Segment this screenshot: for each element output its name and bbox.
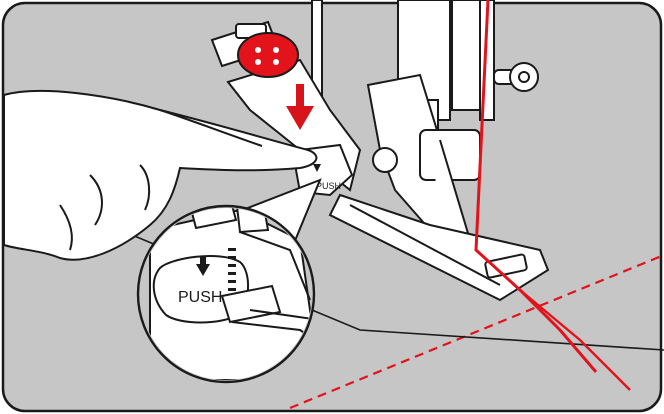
arrow-down-icon	[286, 84, 314, 130]
push-label-small: PUSH	[316, 181, 341, 191]
slide-plate	[328, 193, 550, 302]
thread-tail	[519, 289, 631, 391]
arrow-stem-zoom	[200, 256, 206, 265]
push-label-zoom: PUSH	[178, 289, 222, 306]
arrow-down-icon-small	[313, 164, 321, 172]
zoom-scale-marks	[228, 248, 236, 291]
button-icon	[237, 32, 299, 78]
seam-line	[289, 253, 664, 410]
arrow-down-icon-zoom	[196, 264, 210, 276]
screw-knob	[493, 62, 539, 92]
zoom-detail	[149, 208, 312, 380]
pointing-hand-icon	[3, 90, 318, 261]
